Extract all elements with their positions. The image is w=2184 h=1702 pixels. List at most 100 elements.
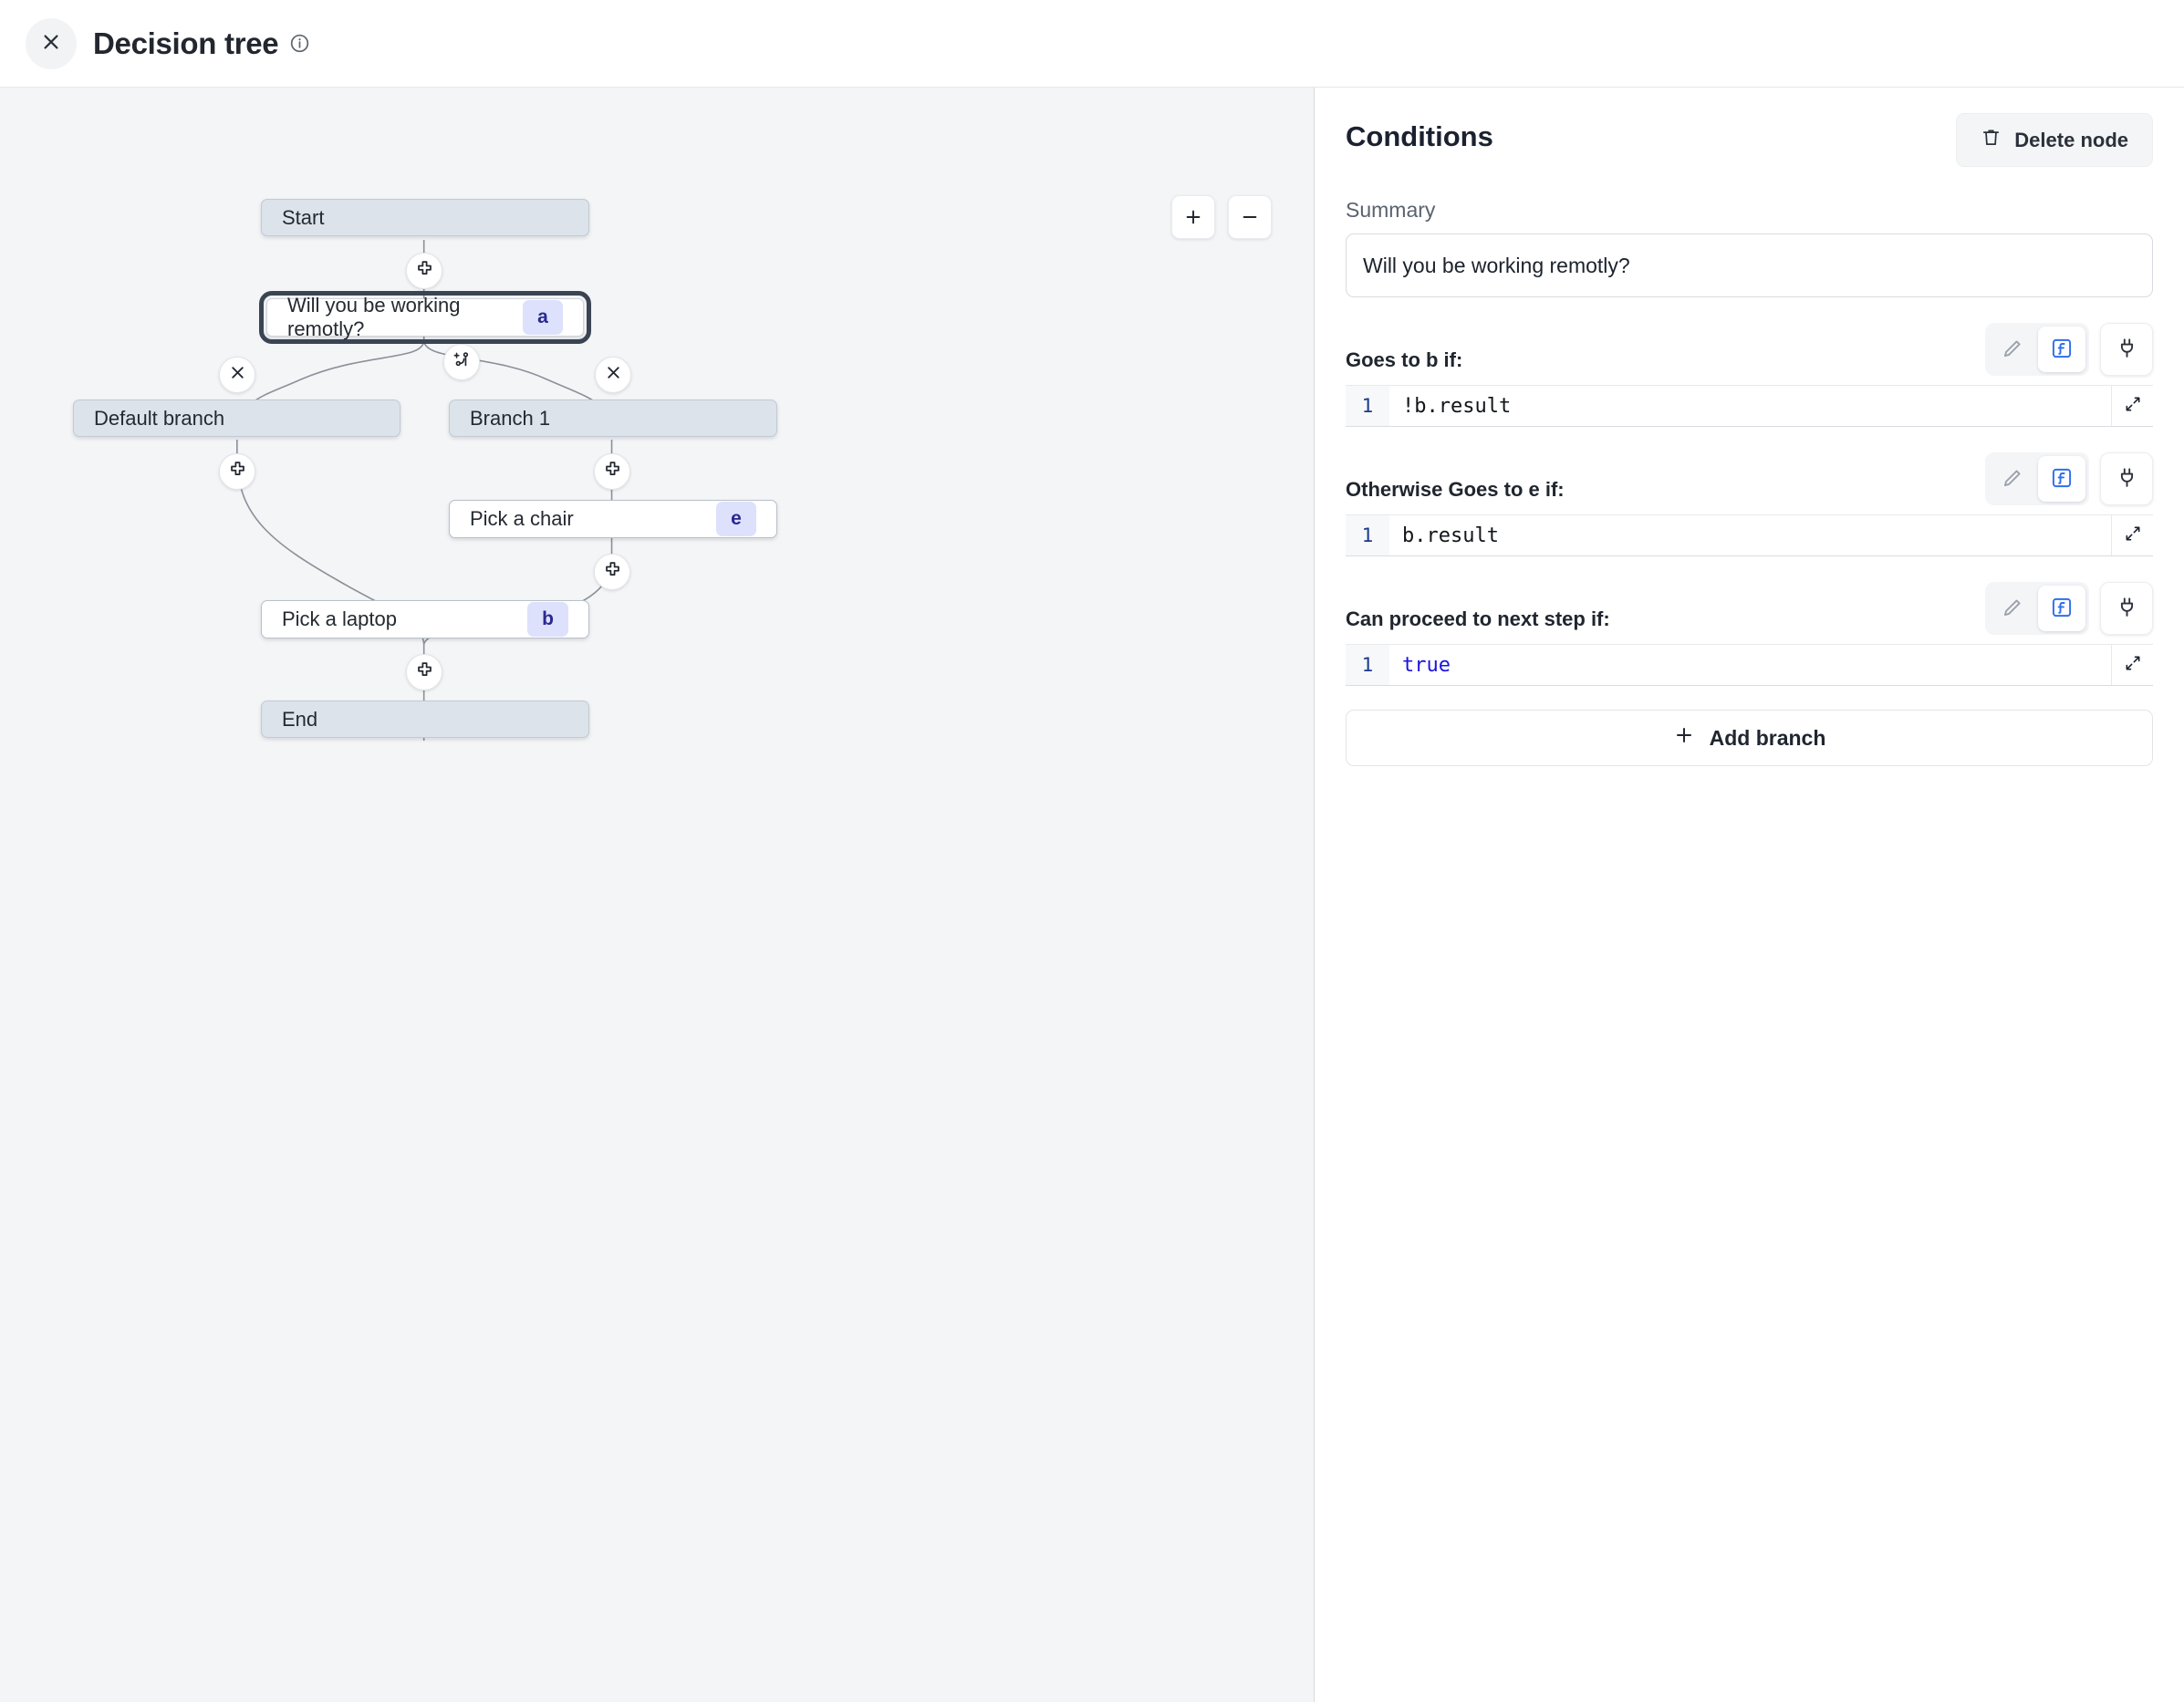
add-step-handle-default-branch[interactable] [219, 453, 255, 490]
plus-icon [415, 660, 434, 684]
function-mode-button[interactable] [2038, 327, 2085, 372]
condition-block-goes-to-b: Goes to b if: [1346, 323, 2153, 427]
node-label: End [282, 707, 318, 731]
editor-mode-group [1985, 452, 2089, 505]
panel-header: Conditions Delete node [1346, 113, 2153, 167]
add-branch-handle[interactable] [443, 344, 480, 380]
panel-title: Conditions [1346, 120, 1493, 152]
plus-icon [1673, 724, 1695, 752]
plus-icon [603, 560, 622, 584]
node-end[interactable]: End [261, 701, 589, 738]
pencil-icon [2001, 596, 2024, 622]
line-number: 1 [1346, 386, 1389, 426]
expand-icon [2124, 524, 2142, 547]
editor-mode-group [1985, 323, 2089, 376]
node-default-branch[interactable]: Default branch [73, 400, 400, 437]
connect-button[interactable] [2100, 582, 2153, 635]
node-pick-a-laptop[interactable]: Pick a laptop b [261, 600, 589, 638]
plug-icon [2116, 596, 2138, 621]
code-editor[interactable]: 1 !b.result [1346, 385, 2153, 427]
pencil-mode-button[interactable] [1989, 586, 2036, 631]
summary-label: Summary [1346, 198, 1436, 222]
delete-node-button[interactable]: Delete node [1956, 113, 2153, 167]
expand-editor-button[interactable] [2111, 515, 2153, 555]
body-wrapper: Start Will you be working remotly? a Def… [0, 88, 2184, 1702]
add-step-handle-pick-a-chair[interactable] [594, 554, 630, 590]
info-icon[interactable] [289, 33, 310, 54]
plus-icon [603, 460, 622, 483]
line-number: 1 [1346, 515, 1389, 555]
node-badge: b [527, 602, 568, 637]
node-will-you-be-working-remotly[interactable]: Will you be working remotly? a [259, 291, 591, 344]
plus-icon [415, 259, 434, 283]
zoom-out-button[interactable] [1228, 195, 1272, 239]
code-content[interactable]: !b.result [1402, 394, 1512, 418]
expand-editor-button[interactable] [2111, 386, 2153, 426]
pencil-mode-button[interactable] [1989, 327, 2036, 372]
add-step-handle-branch-1[interactable] [594, 453, 630, 490]
condition-label: Goes to b if: [1346, 348, 1463, 371]
close-icon [604, 363, 623, 387]
delete-branch-handle-right[interactable] [595, 357, 631, 393]
add-branch-label: Add branch [1709, 725, 1826, 750]
condition-row: Goes to b if: [1346, 323, 2153, 376]
code-content[interactable]: b.result [1402, 524, 1499, 547]
function-mode-button[interactable] [2038, 586, 2085, 631]
pencil-mode-button[interactable] [1989, 456, 2036, 502]
summary-input[interactable] [1346, 234, 2153, 297]
close-icon [41, 32, 61, 55]
condition-row: Otherwise Goes to e if: [1346, 452, 2153, 505]
node-label: Branch 1 [470, 406, 551, 430]
node-branch-1[interactable]: Branch 1 [449, 400, 777, 437]
add-step-handle-pick-a-laptop[interactable] [406, 654, 442, 690]
condition-block-otherwise-goes-to-e: Otherwise Goes to e if: [1346, 452, 2153, 556]
condition-label: Otherwise Goes to e if: [1346, 478, 1565, 501]
zoom-controls [1171, 195, 1272, 239]
condition-tools [1985, 452, 2153, 505]
condition-tools [1985, 582, 2153, 635]
zoom-in-button[interactable] [1171, 195, 1215, 239]
code-content[interactable]: true [1402, 653, 1451, 677]
graph-container: Start Will you be working remotly? a Def… [0, 88, 1314, 1702]
minus-icon [1240, 207, 1260, 227]
add-branch-icon [452, 350, 472, 374]
editor-mode-group [1985, 582, 2089, 635]
node-label: Pick a laptop [282, 607, 397, 630]
function-icon [2050, 596, 2074, 622]
plug-icon [2116, 337, 2138, 362]
close-button[interactable] [26, 17, 77, 69]
delete-branch-handle-left[interactable] [219, 357, 255, 393]
node-badge: a [523, 300, 563, 335]
app-header: Decision tree [0, 0, 2184, 88]
pencil-icon [2001, 466, 2024, 493]
graph-edges [236, 240, 613, 741]
pencil-icon [2001, 337, 2024, 363]
node-pick-a-chair[interactable]: Pick a chair e [449, 500, 777, 538]
condition-tools [1985, 323, 2153, 376]
add-branch-button[interactable]: Add branch [1346, 710, 2153, 766]
expand-icon [2124, 395, 2142, 418]
delete-node-label: Delete node [2014, 128, 2128, 151]
node-label: Pick a chair [470, 507, 574, 530]
condition-label: Can proceed to next step if: [1346, 607, 1610, 630]
plug-icon [2116, 466, 2138, 492]
page-title: Decision tree [93, 26, 279, 60]
close-icon [228, 363, 247, 387]
connect-button[interactable] [2100, 452, 2153, 505]
connect-button[interactable] [2100, 323, 2153, 376]
function-mode-button[interactable] [2038, 456, 2085, 502]
line-number: 1 [1346, 645, 1389, 685]
code-editor[interactable]: 1 b.result [1346, 514, 2153, 556]
node-label: Default branch [94, 406, 225, 430]
plus-icon [228, 460, 247, 483]
expand-icon [2124, 654, 2142, 677]
flow-canvas[interactable]: Start Will you be working remotly? a Def… [0, 88, 1315, 1702]
condition-row: Can proceed to next step if: [1346, 582, 2153, 635]
plus-icon [1183, 207, 1203, 227]
node-label: Start [282, 205, 325, 229]
node-badge: e [716, 502, 756, 536]
add-step-handle-start-to-a[interactable] [406, 253, 442, 289]
expand-editor-button[interactable] [2111, 645, 2153, 685]
node-start[interactable]: Start [261, 199, 589, 236]
code-editor[interactable]: 1 true [1346, 644, 2153, 686]
